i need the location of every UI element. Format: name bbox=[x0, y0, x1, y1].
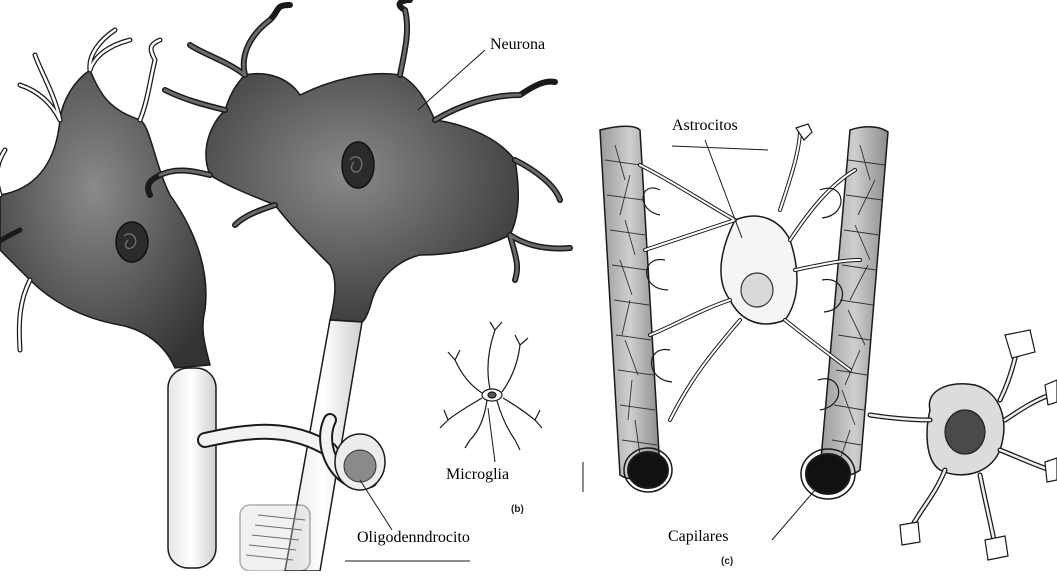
center-neuron-nucleus bbox=[342, 142, 374, 188]
astrocyte-center bbox=[640, 124, 860, 420]
capillary-right bbox=[801, 127, 888, 499]
left-neuron-body bbox=[0, 70, 210, 368]
oligodendrocyte-nucleus bbox=[344, 450, 376, 482]
astrocyte-center-body bbox=[721, 216, 797, 324]
label-oligodendrocito: Oligodenndrocito bbox=[357, 530, 470, 546]
label-astrocitos: Astrocitos bbox=[672, 118, 738, 134]
panel-letter-c: (c) bbox=[721, 557, 733, 567]
leader-astrocitos-2 bbox=[672, 146, 768, 150]
leader-oligodendrocito bbox=[360, 480, 392, 530]
left-neuron bbox=[0, 30, 216, 568]
label-microglia: Microglia bbox=[446, 467, 509, 483]
label-capilares: Capilares bbox=[668, 529, 728, 545]
capillary-right-lumen bbox=[806, 454, 850, 494]
capillary-left-lumen bbox=[628, 452, 668, 488]
label-neurona: Neurona bbox=[490, 37, 545, 53]
oligodendrocyte bbox=[205, 420, 385, 490]
left-neuron-nucleus bbox=[116, 222, 148, 262]
left-axon bbox=[168, 368, 216, 568]
myelin-wraps bbox=[240, 505, 310, 571]
astrocyte-right bbox=[870, 330, 1057, 560]
panel-letter-b: (b) bbox=[511, 505, 524, 515]
center-neuron-body bbox=[206, 74, 518, 322]
capillary-left bbox=[600, 126, 672, 492]
leader-capilares bbox=[772, 490, 815, 540]
leader-microglia bbox=[488, 408, 495, 462]
